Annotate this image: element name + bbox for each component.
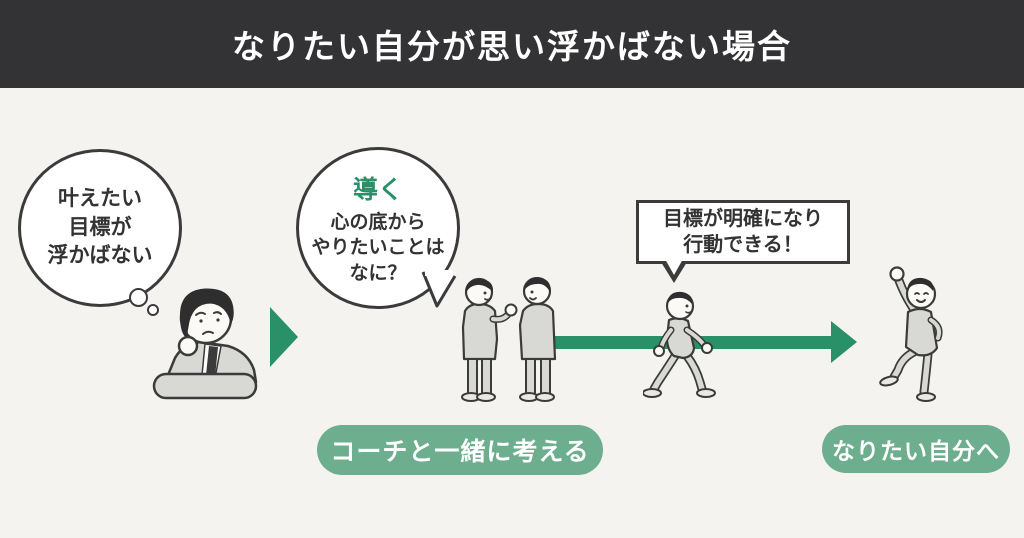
- header-bar: なりたい自分が思い浮かばない場合: [0, 0, 1024, 88]
- walking-person-illustration: [643, 291, 716, 398]
- thought-bubble: 叶えたい 目標が 浮かばない: [18, 149, 182, 307]
- coach-pill-label: コーチと一緒に考える: [317, 425, 603, 475]
- progress-arrow-head-icon: [831, 321, 857, 363]
- result-speech-bubble: 目標が明確になり 行動できる！: [636, 200, 850, 264]
- coach-bubble-heading: 導く: [352, 176, 403, 205]
- result-line-1: 目標が明確になり: [663, 208, 823, 230]
- thought-bubble-dot-large: [129, 288, 148, 307]
- goal-pill-text: なりたい自分へ: [832, 438, 1000, 464]
- result-bubble-tail-fill: [665, 259, 683, 275]
- result-line-2: 行動できる！: [683, 234, 803, 256]
- coach-line-3: なに？: [349, 262, 407, 284]
- goal-pill-label: なりたい自分へ: [822, 425, 1010, 473]
- talking-people-illustration: [461, 277, 557, 402]
- celebrating-person-illustration: [879, 266, 943, 402]
- coach-line-2: やりたいことは: [311, 237, 445, 259]
- thinking-person-illustration: [152, 288, 258, 400]
- thought-line-1: 叶えたい: [58, 187, 142, 211]
- coach-bubble-tail: [421, 270, 457, 308]
- thought-line-2: 目標が: [68, 215, 132, 239]
- coach-line-1: 心の底から: [330, 212, 426, 234]
- step-arrow-triangle-icon: [270, 307, 298, 367]
- thought-bubble-dot-small: [147, 304, 159, 316]
- coach-pill-text: コーチと一緒に考える: [330, 438, 590, 466]
- page-title: なりたい自分が思い浮かばない場合: [232, 28, 792, 65]
- thought-line-3: 浮かばない: [47, 244, 153, 268]
- coach-speech-bubble: 導く 心の底から やりたいことは なに？: [296, 147, 460, 309]
